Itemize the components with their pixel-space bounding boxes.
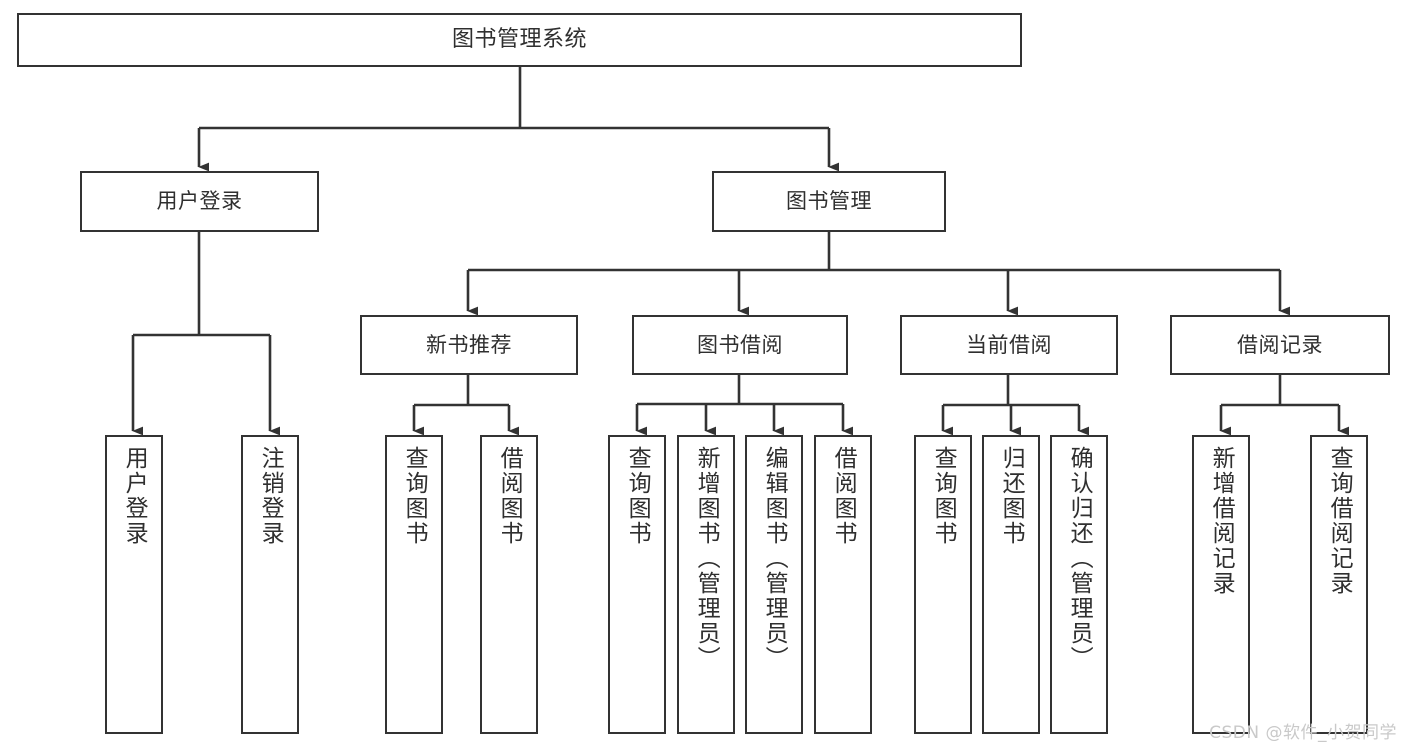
node-leaf-br-add-record[interactable]: 新增借阅记录	[1192, 435, 1250, 734]
node-book-management-label: 图书管理	[786, 189, 872, 214]
node-leaf-bb-borrow-book-label: 借阅图书	[830, 446, 857, 546]
node-new-book-recommend-label: 新书推荐	[426, 332, 512, 357]
node-leaf-logout-label: 注销登录	[257, 446, 284, 546]
csdn-watermark: CSDN @软件_小贺同学	[1209, 723, 1397, 743]
node-leaf-cb-confirm-return[interactable]: 确认归还（管理员）	[1050, 435, 1108, 734]
node-leaf-cb-return-book-label: 归还图书	[998, 446, 1025, 546]
node-leaf-nb-borrow-book[interactable]: 借阅图书	[480, 435, 538, 734]
node-borrow-records[interactable]: 借阅记录	[1170, 315, 1390, 375]
node-leaf-bb-query-book-label: 查询图书	[624, 446, 651, 546]
node-leaf-nb-query-book-label: 查询图书	[401, 446, 428, 546]
node-leaf-cb-query-book[interactable]: 查询图书	[914, 435, 972, 734]
node-leaf-br-add-record-label: 新增借阅记录	[1208, 446, 1235, 596]
node-user-login[interactable]: 用户登录	[80, 171, 319, 232]
node-leaf-bb-add-book-label: 新增图书（管理员）	[693, 446, 720, 671]
node-leaf-logout[interactable]: 注销登录	[241, 435, 299, 734]
node-leaf-cb-return-book[interactable]: 归还图书	[982, 435, 1040, 734]
node-current-borrow-label: 当前借阅	[966, 332, 1052, 357]
node-leaf-nb-borrow-book-label: 借阅图书	[496, 446, 523, 546]
node-leaf-user-login-label: 用户登录	[121, 446, 148, 546]
node-root-system[interactable]: 图书管理系统	[17, 13, 1022, 67]
node-leaf-bb-edit-book-label: 编辑图书（管理员）	[761, 446, 788, 671]
node-user-login-label: 用户登录	[156, 189, 243, 214]
node-leaf-bb-add-book[interactable]: 新增图书（管理员）	[677, 435, 735, 734]
node-leaf-cb-confirm-return-label: 确认归还（管理员）	[1066, 446, 1093, 671]
node-leaf-bb-borrow-book[interactable]: 借阅图书	[814, 435, 872, 734]
node-current-borrow[interactable]: 当前借阅	[900, 315, 1118, 375]
node-leaf-bb-query-book[interactable]: 查询图书	[608, 435, 666, 734]
node-leaf-user-login[interactable]: 用户登录	[105, 435, 163, 734]
node-book-borrow-label: 图书借阅	[697, 332, 783, 357]
node-borrow-records-label: 借阅记录	[1237, 332, 1323, 357]
node-leaf-nb-query-book[interactable]: 查询图书	[385, 435, 443, 734]
node-new-book-recommend[interactable]: 新书推荐	[360, 315, 578, 375]
node-leaf-bb-edit-book[interactable]: 编辑图书（管理员）	[745, 435, 803, 734]
node-root-system-label: 图书管理系统	[451, 27, 587, 53]
node-leaf-cb-query-book-label: 查询图书	[930, 446, 957, 546]
node-leaf-br-query-record-label: 查询借阅记录	[1326, 446, 1353, 596]
node-leaf-br-query-record[interactable]: 查询借阅记录	[1310, 435, 1368, 734]
node-book-management[interactable]: 图书管理	[712, 171, 946, 232]
node-book-borrow[interactable]: 图书借阅	[632, 315, 848, 375]
